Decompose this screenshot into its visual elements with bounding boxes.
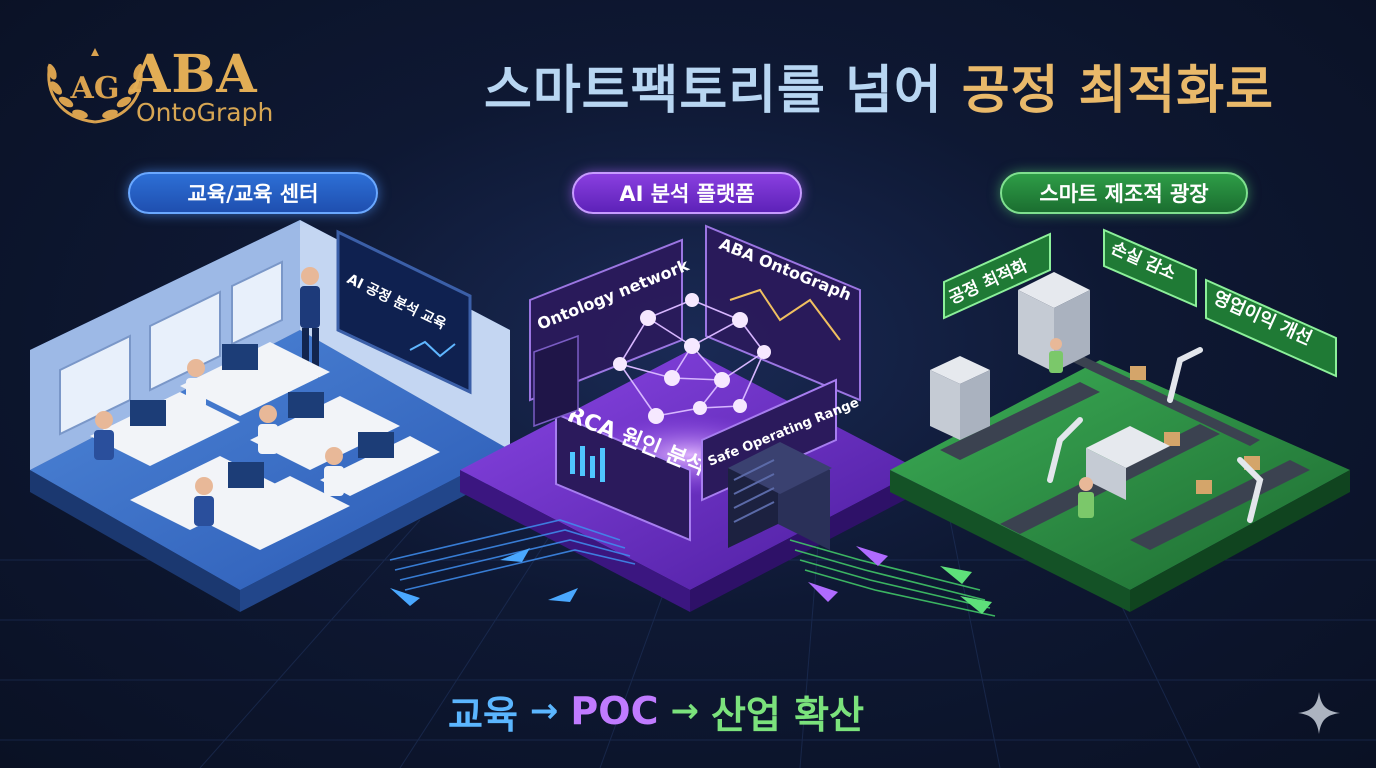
machines xyxy=(930,272,1170,500)
server-racks xyxy=(728,442,832,550)
brand-name: ABA xyxy=(130,44,258,105)
tagline-step-industry: 산업 확산 xyxy=(710,692,865,737)
ai-platform: Ontology network ABA OntoGraph RCA 원인 분석 xyxy=(460,224,920,612)
page-title: 스마트팩토리를 넘어 공정 최적화로 xyxy=(484,48,1274,121)
section-label-education: 교육/교육 센터 xyxy=(128,172,378,214)
title-part1: 스마트팩토리를 넘어 xyxy=(484,61,943,121)
students xyxy=(94,359,344,526)
sparkle-icon xyxy=(1298,692,1340,734)
robot-arms xyxy=(1047,347,1264,523)
tagline: 교육 → POC → 산업 확산 xyxy=(448,686,865,737)
title-part2: 공정 최적화로 xyxy=(961,61,1274,121)
education-room: AI 공정 분석 교육 xyxy=(30,220,510,612)
tagline-step-education: 교육 xyxy=(448,692,518,737)
arrow-right-icon: → xyxy=(529,691,559,731)
arrow-right-icon: → xyxy=(670,691,699,731)
presenter-figure xyxy=(300,267,320,378)
laurel-wreath-icon: AG xyxy=(47,48,143,124)
brand-logo: AG xyxy=(40,38,300,130)
sign-loss: 손실 감소 xyxy=(1103,228,1197,308)
workers xyxy=(1049,338,1094,518)
brand-subname: OntoGraph xyxy=(136,98,274,127)
logo-monogram: AG xyxy=(70,71,120,106)
smart-factory: 공정 최적화 손실 감소 영업이익 개선 xyxy=(890,228,1350,612)
data-streams xyxy=(389,519,996,617)
network-nodes xyxy=(613,293,771,424)
flow-arrow-icons xyxy=(390,548,578,606)
section-label-smart-factory: 스마트 제조적 광장 xyxy=(1000,172,1248,214)
boxes xyxy=(1130,366,1260,494)
section-label-ai-platform: AI 분석 플랫폼 xyxy=(572,172,802,214)
tagline-step-poc: POC xyxy=(570,689,659,733)
dashboard-left xyxy=(533,334,579,428)
sign-profit: 영업이익 개선 xyxy=(1205,278,1337,378)
monitors xyxy=(130,344,394,488)
